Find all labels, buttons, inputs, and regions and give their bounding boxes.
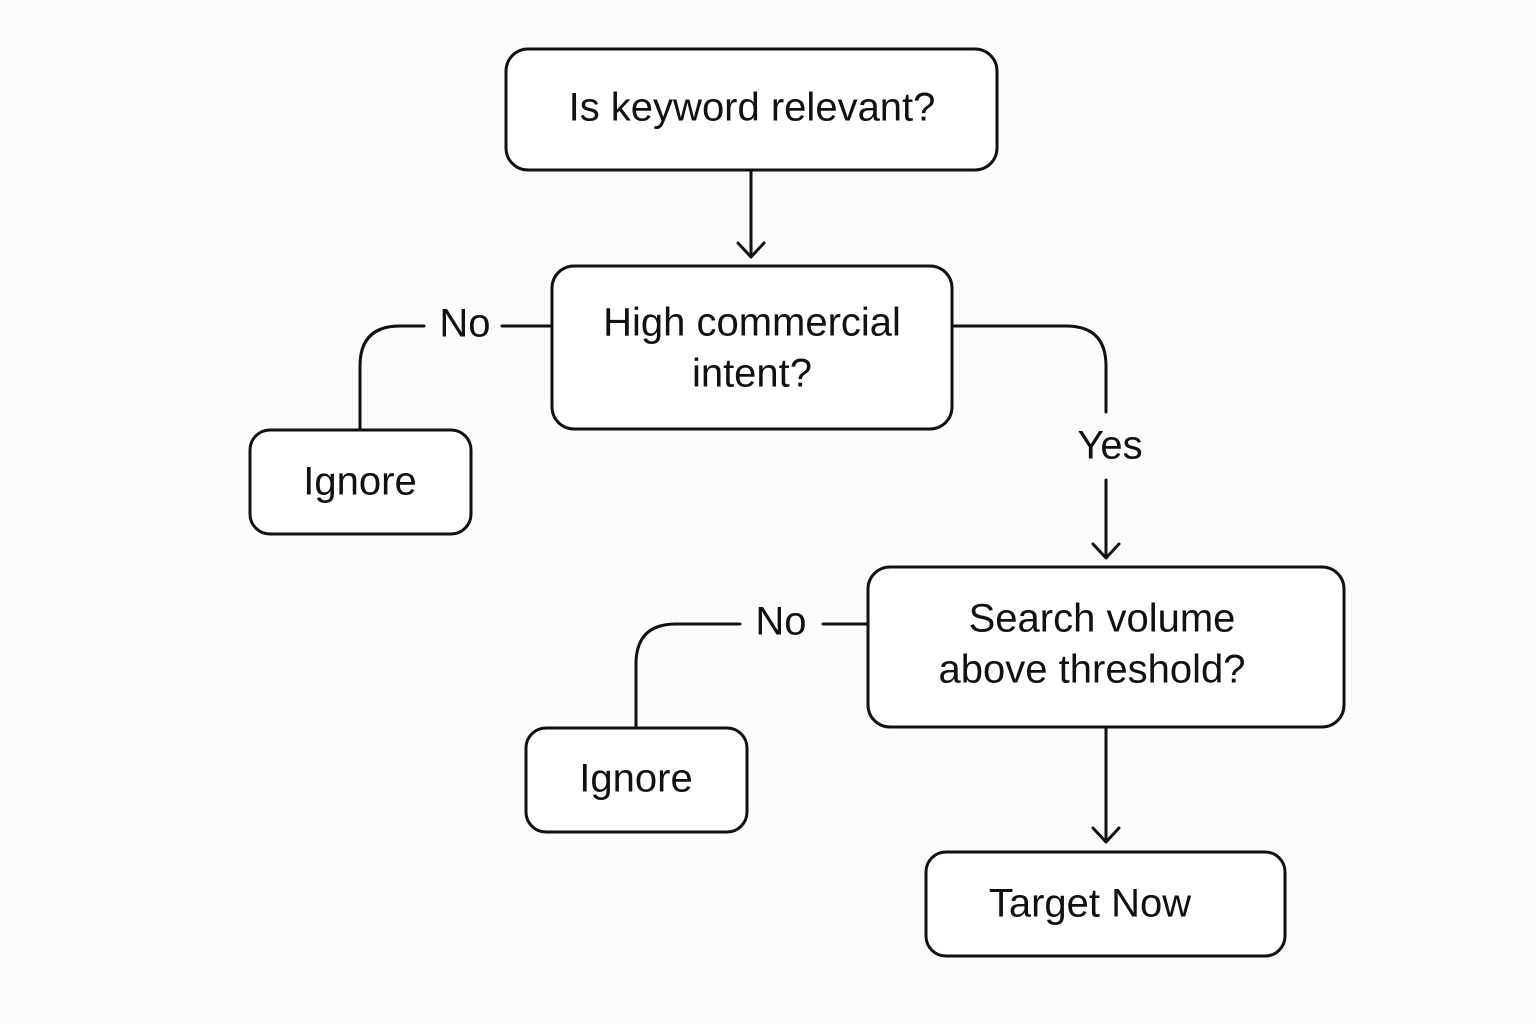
node-box	[866, 565, 1346, 729]
arrowhead-volume-to-target	[1091, 826, 1121, 844]
arrowhead-commercial-to-volume	[1091, 542, 1121, 560]
edge-label-volume-no: No	[755, 600, 806, 644]
node-is-keyword-relevant: Is keyword relevant?	[504, 47, 999, 172]
node-box	[504, 47, 999, 172]
edge-label-commercial-no: No	[439, 302, 490, 346]
edge-volume-to-ignore-2-branch	[634, 622, 742, 730]
edge-labels: No Yes No	[439, 302, 1142, 644]
node-label-line-2: intent?	[692, 352, 812, 396]
node-box	[924, 850, 1287, 958]
edges	[358, 169, 1121, 844]
node-search-volume-above-threshold: Search volume above threshold?	[866, 565, 1346, 729]
node-target-now: Target Now	[924, 850, 1287, 958]
arrowhead-relevant-to-commercial	[736, 241, 766, 259]
node-label: Ignore	[579, 757, 692, 801]
node-high-commercial-intent: High commercial intent?	[550, 264, 954, 431]
node-box	[524, 726, 749, 834]
node-ignore-2: Ignore	[524, 726, 749, 834]
node-label: Is keyword relevant?	[569, 86, 936, 130]
edge-commercial-to-ignore-1-branch	[358, 324, 426, 432]
edge-label-commercial-yes: Yes	[1077, 424, 1142, 468]
node-box	[550, 264, 954, 431]
node-box	[248, 428, 473, 536]
node-label-line-1: Search volume	[969, 597, 1236, 641]
node-label: Target Now	[989, 882, 1191, 926]
edge-commercial-to-volume	[950, 324, 1108, 414]
node-label-line-1: High commercial	[603, 301, 901, 345]
node-label: Ignore	[303, 460, 416, 504]
node-label-line-2: above threshold?	[939, 648, 1246, 692]
node-ignore-1: Ignore	[248, 428, 473, 536]
